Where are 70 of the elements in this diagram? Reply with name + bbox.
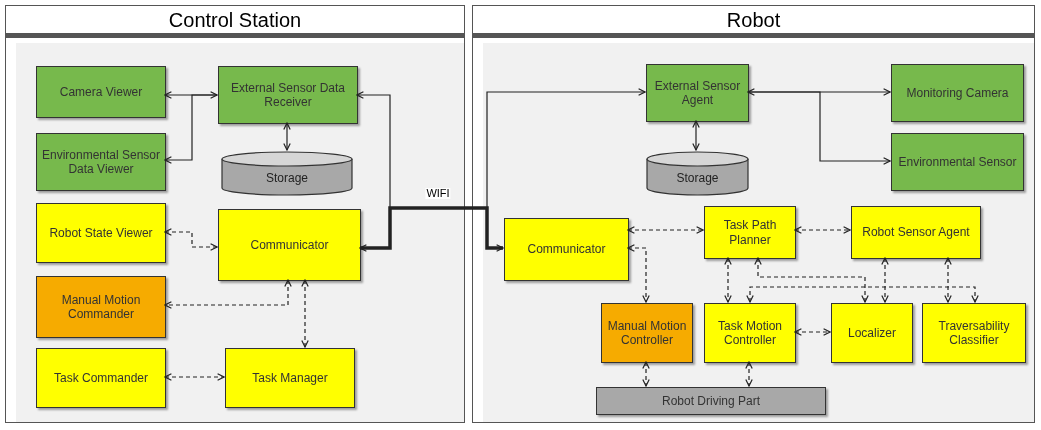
- dashed-arrow: [724, 257, 732, 303]
- module-box: [922, 303, 1026, 363]
- module-box: [646, 64, 749, 122]
- module-box: [504, 218, 629, 281]
- module-box: [36, 276, 166, 338]
- module-label: Robot State Viewer: [49, 225, 153, 241]
- module-box: [891, 64, 1024, 122]
- dashed-arrow: [944, 257, 952, 303]
- arrow: [283, 122, 291, 151]
- module-label: Task Path Planner: [722, 218, 778, 247]
- module-box: [36, 348, 166, 408]
- arrow: [356, 88, 646, 209]
- module-box: [36, 203, 166, 263]
- module-box: [36, 133, 166, 191]
- module-label: Robot Sensor Agent: [862, 225, 970, 240]
- module-box: [704, 206, 796, 259]
- module-box: [225, 348, 355, 408]
- dashed-arrow: [754, 257, 869, 303]
- panel-title: Robot: [726, 7, 781, 33]
- module-label: Robot Driving Part: [661, 393, 760, 409]
- system-panel: [472, 5, 1035, 423]
- dashed-arrow: [794, 328, 831, 336]
- dashed-arrow: [745, 361, 753, 387]
- module-box: [601, 303, 693, 363]
- module-label: Environmental Sensor: [898, 154, 1017, 170]
- dashed-arrow: [881, 257, 889, 303]
- module-label: Localizer: [848, 325, 896, 341]
- module-box: [36, 66, 166, 118]
- hardware-bar: [596, 387, 826, 415]
- dashed-arrow: [164, 373, 225, 381]
- module-label: External Sensor Agent: [653, 78, 742, 108]
- module-box: [891, 133, 1024, 191]
- module-label: Traversability Classifier: [937, 318, 1011, 348]
- module-label: Camera Viewer: [59, 84, 143, 100]
- module-label: Communicator: [527, 242, 606, 257]
- panel-title: Control Station: [168, 7, 302, 33]
- arrow: [164, 94, 218, 164]
- system-panel: [5, 5, 465, 423]
- edge-label: WIFI: [425, 188, 451, 199]
- arrow: [747, 91, 891, 165]
- storage-cylinder: [221, 151, 353, 196]
- module-label: Manual Motion Commander: [60, 292, 142, 322]
- storage-label: Storage: [676, 171, 719, 186]
- module-label: Task Manager: [252, 370, 328, 386]
- module-label: External Sensor Data Receiver: [229, 80, 347, 110]
- dashed-arrow: [794, 226, 851, 234]
- dashed-arrow: [642, 361, 650, 387]
- dashed-arrow: [301, 279, 309, 348]
- storage-label: Storage: [266, 171, 308, 186]
- module-label: Task Commander: [54, 370, 148, 386]
- storage-cylinder: [646, 151, 749, 196]
- module-box: [851, 206, 981, 259]
- arrow: [692, 120, 700, 151]
- dashed-arrow: [627, 244, 650, 303]
- module-box: [831, 303, 913, 363]
- module-label: Environmental Sensor Data Viewer: [41, 147, 161, 177]
- module-box: [704, 303, 796, 363]
- dashed-arrow: [746, 286, 979, 303]
- module-box: [218, 209, 361, 281]
- module-box: [218, 66, 358, 124]
- module-label: Communicator: [250, 237, 329, 253]
- arrow: [164, 91, 218, 99]
- dashed-arrow: [164, 279, 292, 309]
- dashed-arrow: [164, 228, 218, 251]
- module-label: Manual Motion Controller: [606, 318, 688, 348]
- module-label: Task Motion Controller: [717, 318, 783, 348]
- module-label: Monitoring Camera: [906, 85, 1009, 101]
- arrow: [359, 206, 504, 252]
- arrow: [747, 88, 891, 96]
- dashed-arrow: [627, 226, 704, 234]
